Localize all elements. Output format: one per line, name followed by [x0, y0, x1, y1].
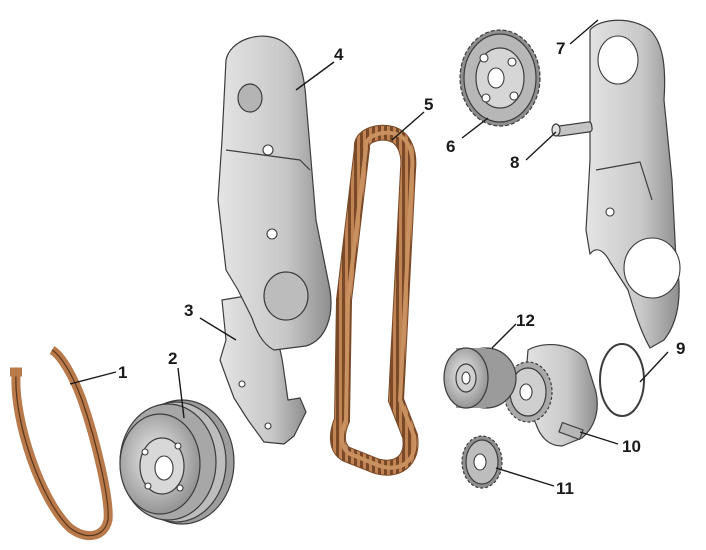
camshaft-gear — [459, 29, 541, 127]
rear-timing-cover — [585, 19, 681, 349]
callout-labels: 1 2 3 4 5 6 7 8 9 10 11 12 — [118, 39, 685, 498]
leader-11 — [495, 467, 555, 487]
callout-7: 7 — [556, 39, 565, 58]
leader-3 — [199, 317, 237, 341]
leader-12 — [491, 323, 517, 349]
callout-8: 8 — [510, 153, 519, 172]
leader-lines — [69, 19, 669, 487]
callout-1: 1 — [118, 363, 127, 382]
upper-timing-cover — [217, 35, 332, 351]
leader-6 — [461, 117, 489, 139]
crankshaft-gear — [461, 435, 503, 489]
callout-10: 10 — [622, 437, 641, 456]
crankshaft-pulley — [119, 399, 235, 525]
leader-5 — [391, 111, 425, 141]
seal-ring — [599, 343, 645, 417]
leader-7 — [569, 19, 599, 45]
timing-belt — [329, 124, 419, 476]
v-belt — [10, 346, 113, 540]
water-pump — [503, 343, 598, 447]
leader-9 — [639, 351, 669, 383]
callout-12: 12 — [516, 311, 535, 330]
leader-1 — [69, 371, 117, 385]
callout-4: 4 — [334, 45, 344, 64]
callout-2: 2 — [168, 349, 177, 368]
tensioner-roller — [443, 347, 517, 409]
callout-3: 3 — [184, 301, 193, 320]
stud — [551, 121, 593, 137]
callout-5: 5 — [424, 95, 433, 114]
leader-8 — [525, 131, 557, 161]
callout-11: 11 — [556, 479, 574, 498]
leader-4 — [295, 61, 335, 91]
callout-9: 9 — [676, 339, 685, 358]
callout-6: 6 — [446, 137, 455, 156]
leader-10 — [579, 431, 619, 445]
leader-2 — [177, 367, 185, 419]
